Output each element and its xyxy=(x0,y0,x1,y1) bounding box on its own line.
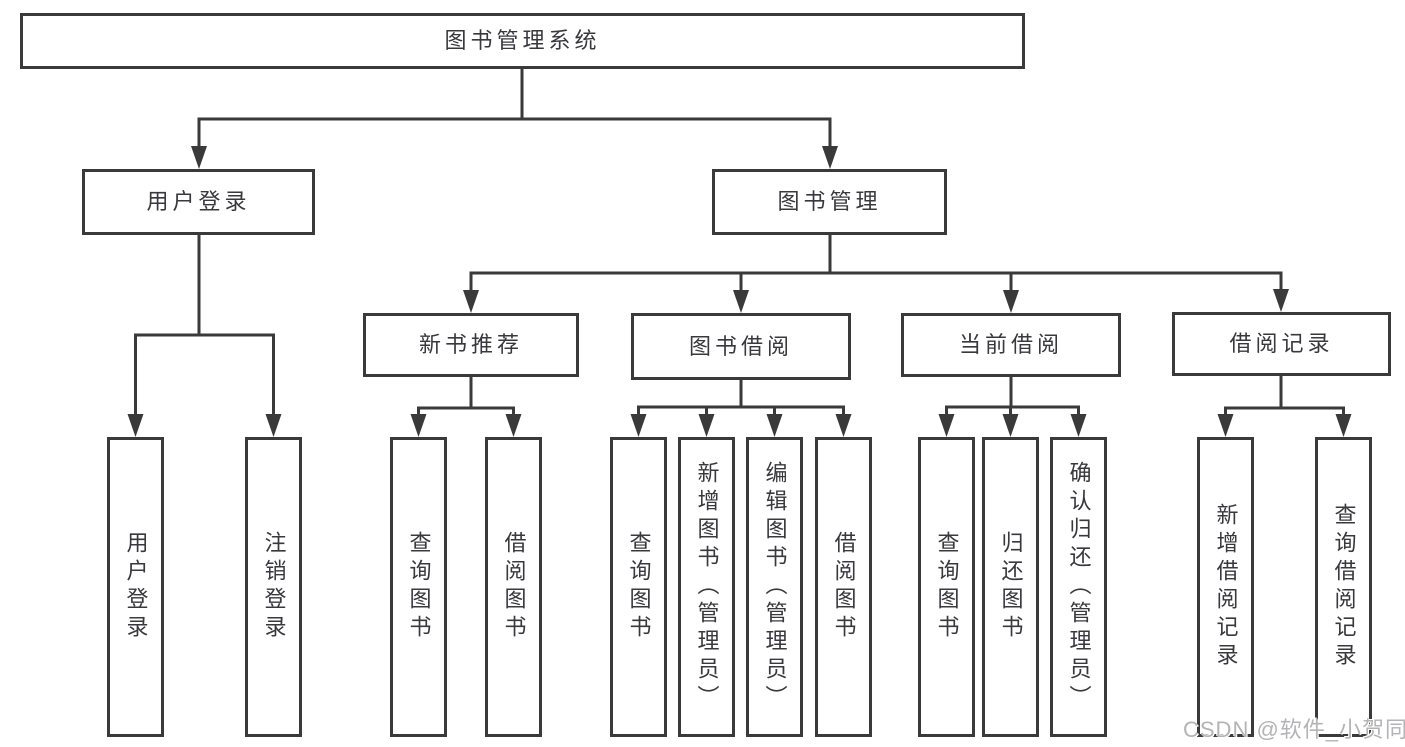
node-user-login: 用户登录 xyxy=(82,169,315,235)
node-book-borrowing: 图书借阅 xyxy=(631,313,851,380)
node-label: 用户登录 xyxy=(146,189,251,214)
leaf-logout: 注销登录 xyxy=(245,437,302,737)
node-label: 图书管理 xyxy=(777,189,882,214)
leaf-query-books-current: 查询图书 xyxy=(918,437,975,737)
node-root-system: 图书管理系统 xyxy=(20,13,1025,69)
node-label: 查询图书 xyxy=(626,531,652,643)
node-new-book-recommend: 新书推荐 xyxy=(363,313,579,377)
leaf-query-borrow-record: 查询借阅记录 xyxy=(1315,437,1372,737)
leaf-edit-books-admin: 编辑图书（管理员） xyxy=(746,437,803,737)
leaf-add-borrow-record: 新增借阅记录 xyxy=(1197,437,1254,737)
node-label: 图书管理系统 xyxy=(444,28,601,53)
node-label: 查询借阅记录 xyxy=(1331,503,1357,671)
node-label: 用户登录 xyxy=(123,531,149,643)
leaf-query-books-borrowing: 查询图书 xyxy=(610,437,667,737)
node-label: 归还图书 xyxy=(998,531,1024,643)
node-label: 借阅图书 xyxy=(501,531,527,643)
leaf-borrow-books-recommend: 借阅图书 xyxy=(485,437,542,737)
node-label: 新书推荐 xyxy=(418,332,523,357)
node-label: 查询图书 xyxy=(406,531,432,643)
watermark: CSDN @软件_小贺同学 xyxy=(1183,717,1405,742)
node-label: 当前借阅 xyxy=(958,332,1063,357)
node-label: 借阅记录 xyxy=(1229,331,1334,356)
leaf-user-login: 用户登录 xyxy=(107,437,164,737)
leaf-confirm-return-admin: 确认归还（管理员） xyxy=(1050,437,1107,737)
leaf-borrow-books-borrowing: 借阅图书 xyxy=(815,437,872,737)
node-label: 编辑图书（管理员） xyxy=(762,461,788,713)
leaf-query-books-recommend: 查询图书 xyxy=(390,437,447,737)
node-book-management: 图书管理 xyxy=(712,169,947,235)
leaf-return-books: 归还图书 xyxy=(982,437,1039,737)
node-label: 新增借阅记录 xyxy=(1213,503,1239,671)
node-borrowing-records: 借阅记录 xyxy=(1172,312,1391,376)
node-label: 查询图书 xyxy=(934,531,960,643)
node-label: 新增图书（管理员） xyxy=(694,461,720,713)
node-label: 借阅图书 xyxy=(831,531,857,643)
leaf-add-books-admin: 新增图书（管理员） xyxy=(678,437,735,737)
node-current-borrowing: 当前借阅 xyxy=(901,313,1121,377)
node-label: 图书借阅 xyxy=(688,333,793,359)
node-label: 注销登录 xyxy=(261,531,287,643)
node-label: 确认归还（管理员） xyxy=(1066,461,1092,713)
